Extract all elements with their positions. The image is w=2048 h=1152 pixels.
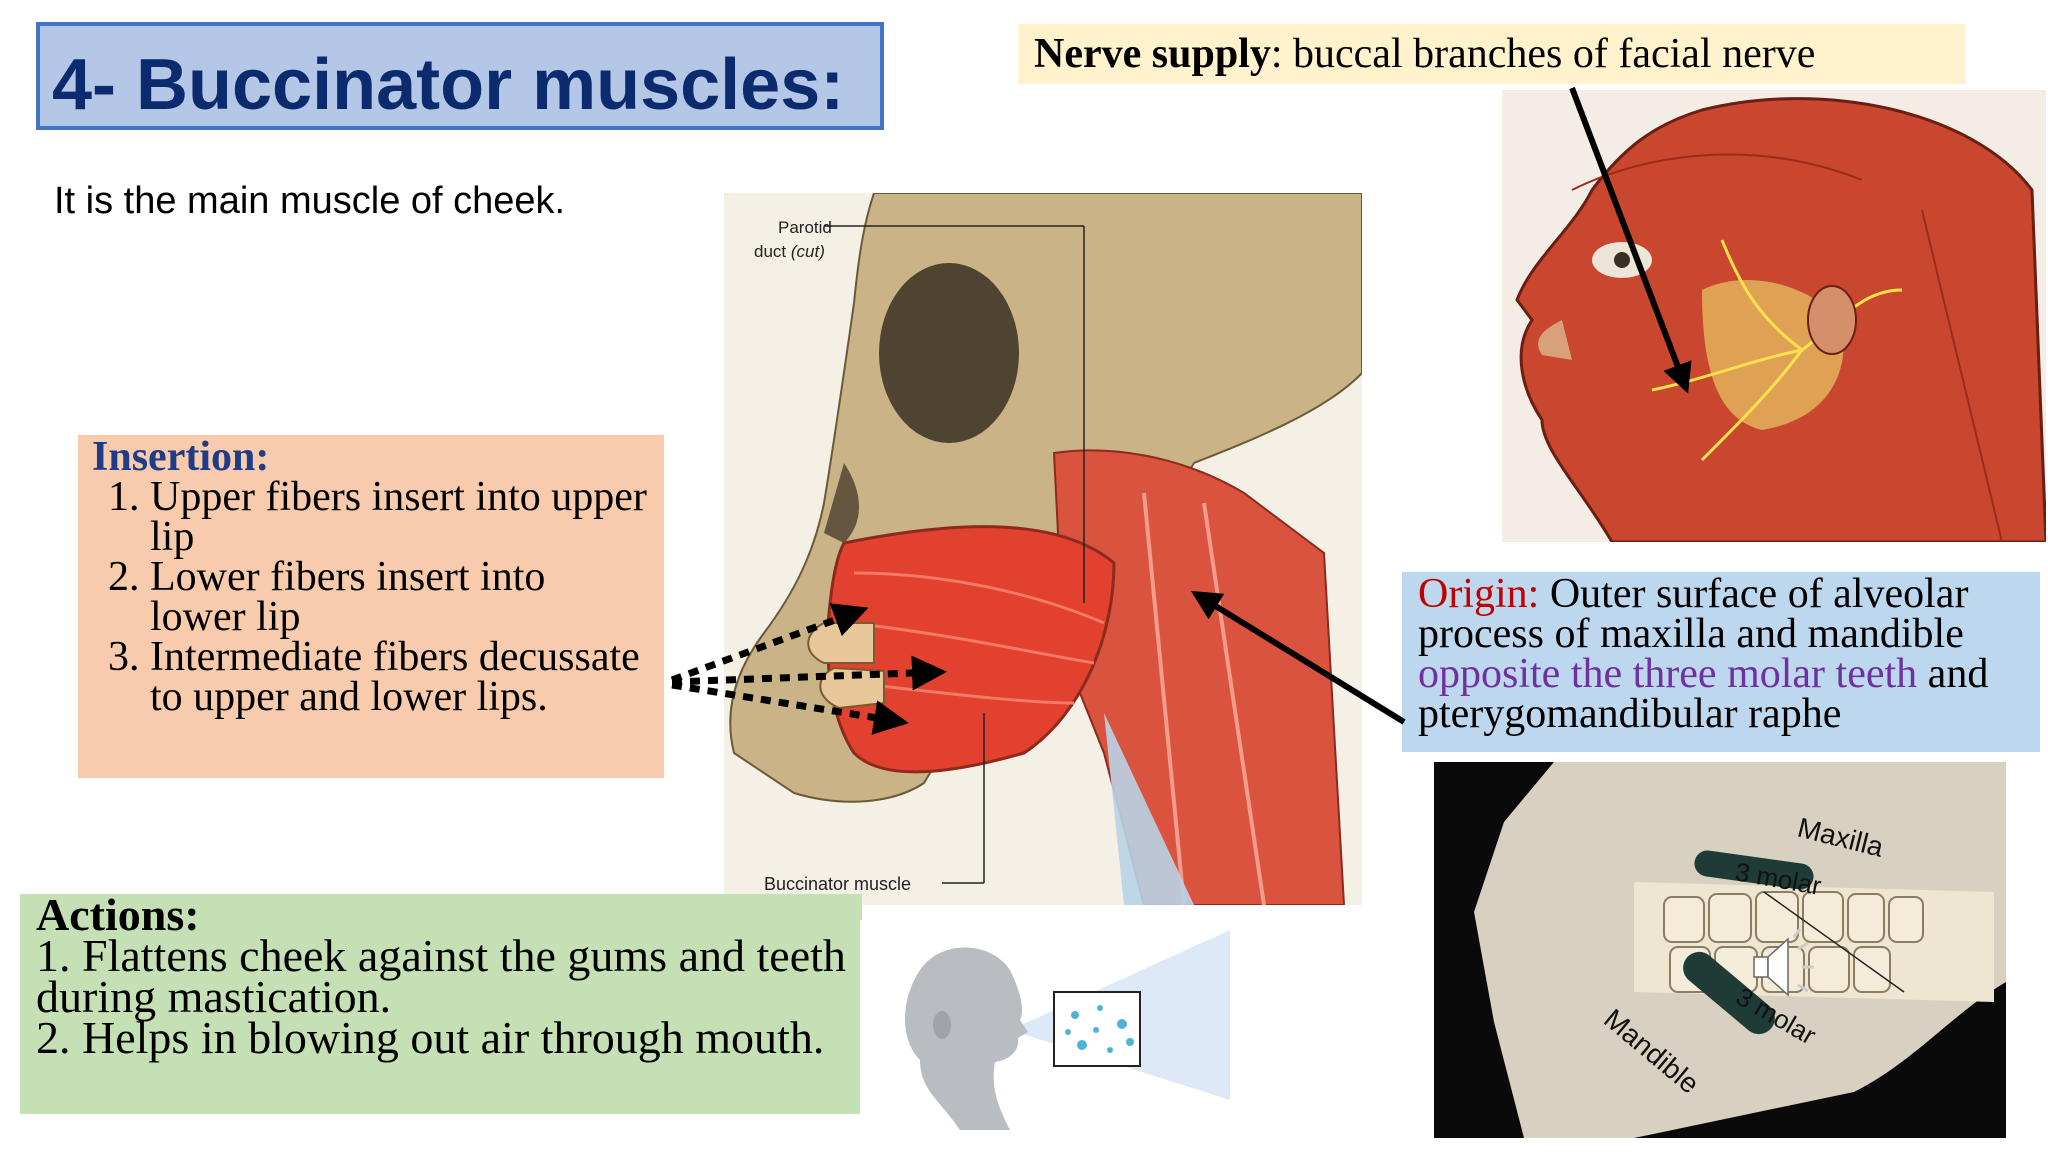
facial-nerve-head-illustration [1502, 90, 2048, 544]
origin-label: Origin: [1418, 572, 1540, 617]
insertion-item: Intermediate fibers decussate to upper a… [150, 636, 650, 718]
parotid-duct-word: duct [754, 242, 786, 261]
origin-text-1: Outer surface of alveolar process of max… [1418, 572, 1969, 657]
nerve-supply-label: Nerve supply [1034, 31, 1271, 77]
title-box [36, 22, 884, 130]
actions-heading: Actions: [36, 889, 200, 940]
insertion-list: Upper fibers insert into upper lip Lower… [92, 476, 650, 718]
parotid-duct-label: Parotid [778, 218, 832, 237]
jaw-bone-photo: Maxilla 3 molar 3 molar Mandible [1434, 762, 2006, 1138]
speaker-icon[interactable] [1753, 928, 1814, 997]
insertion-arrow-upper [670, 603, 869, 684]
origin-text-2: and pterygomandibular raphe [1418, 651, 1989, 737]
blowing-air-illustration [860, 920, 1230, 1130]
insertion-arrow-lower [671, 681, 909, 735]
origin-highlight: opposite the three molar teeth [1418, 651, 1918, 697]
actions-box: Actions: 1. Flattens cheek against the g… [20, 889, 862, 1114]
slide-subtitle: It is the main muscle of cheek. [54, 180, 566, 222]
origin-box: Origin: Outer surface of alveolar proces… [1402, 572, 2040, 752]
insertion-item: Upper fibers insert into upper lip [150, 476, 650, 558]
nerve-supply-text: : buccal branches of facial nerve [1270, 31, 1816, 77]
nerve-arrow [1569, 86, 1692, 394]
insertion-box: Insertion: Upper fibers insert into uppe… [78, 435, 664, 778]
action-item: 2. Helps in blowing out air through mout… [36, 1012, 825, 1063]
slide-title: 4- Buccinator muscles: [52, 45, 845, 125]
insertion-arrow-middle [671, 655, 947, 691]
origin-arrow [1190, 590, 1406, 725]
skull-muscle-illustration: Parotid duct (cut) Buccinator muscle [724, 192, 1363, 906]
nerve-supply-box: Nerve supply: buccal branches of facial … [1018, 24, 1966, 84]
svg-text:duct (cut): duct (cut) [754, 242, 825, 261]
action-item: 1. Flattens cheek against the gums and t… [36, 930, 846, 1022]
insertion-item: Lower fibers insert into lower lip [150, 556, 650, 638]
insertion-heading: Insertion: [92, 434, 270, 480]
parotid-cut-word: (cut) [791, 242, 825, 261]
buccinator-muscle-label: Buccinator muscle [764, 874, 911, 894]
